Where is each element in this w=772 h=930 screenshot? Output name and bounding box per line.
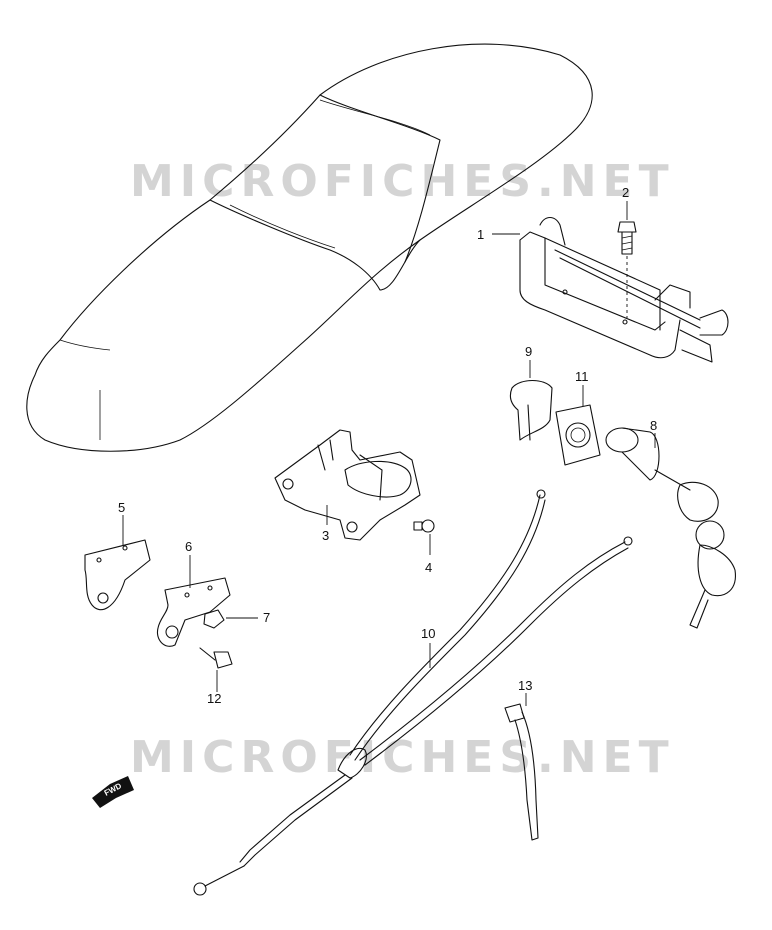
part-2-bolt [617,221,637,255]
callout-13: 13 [518,678,532,693]
callout-6: 6 [185,539,192,554]
watermark-top: MICROFICHES.NET [130,156,675,207]
callout-10: 10 [421,626,435,641]
part-10-cable [193,489,633,896]
part-1-lock-bracket [519,216,729,363]
callout-12: 12 [207,691,221,706]
callout-9: 9 [525,344,532,359]
callout-7: 7 [263,610,270,625]
callout-3: 3 [322,528,329,543]
watermark-bottom: MICROFICHES.NET [130,732,675,783]
callout-5: 5 [118,500,125,515]
seat [26,43,593,452]
fwd-arrow-icon: FWD [92,776,134,808]
callout-8: 8 [650,418,657,433]
part-13-cable-tie [504,703,539,841]
part-6-bracket [156,577,231,647]
callout-11: 11 [575,369,589,384]
part-8-key-cylinder [605,427,736,629]
part-4-screw [413,519,435,533]
callout-4: 4 [425,560,432,575]
part-7-nut [203,609,225,629]
part-5-bracket [84,539,151,611]
part-9-clip [509,379,553,441]
callout-1: 1 [477,227,484,242]
part-11-plate [555,404,601,466]
part-3-lock-assembly [274,429,421,541]
part-12-bolt [199,647,233,669]
callout-2: 2 [622,185,629,200]
